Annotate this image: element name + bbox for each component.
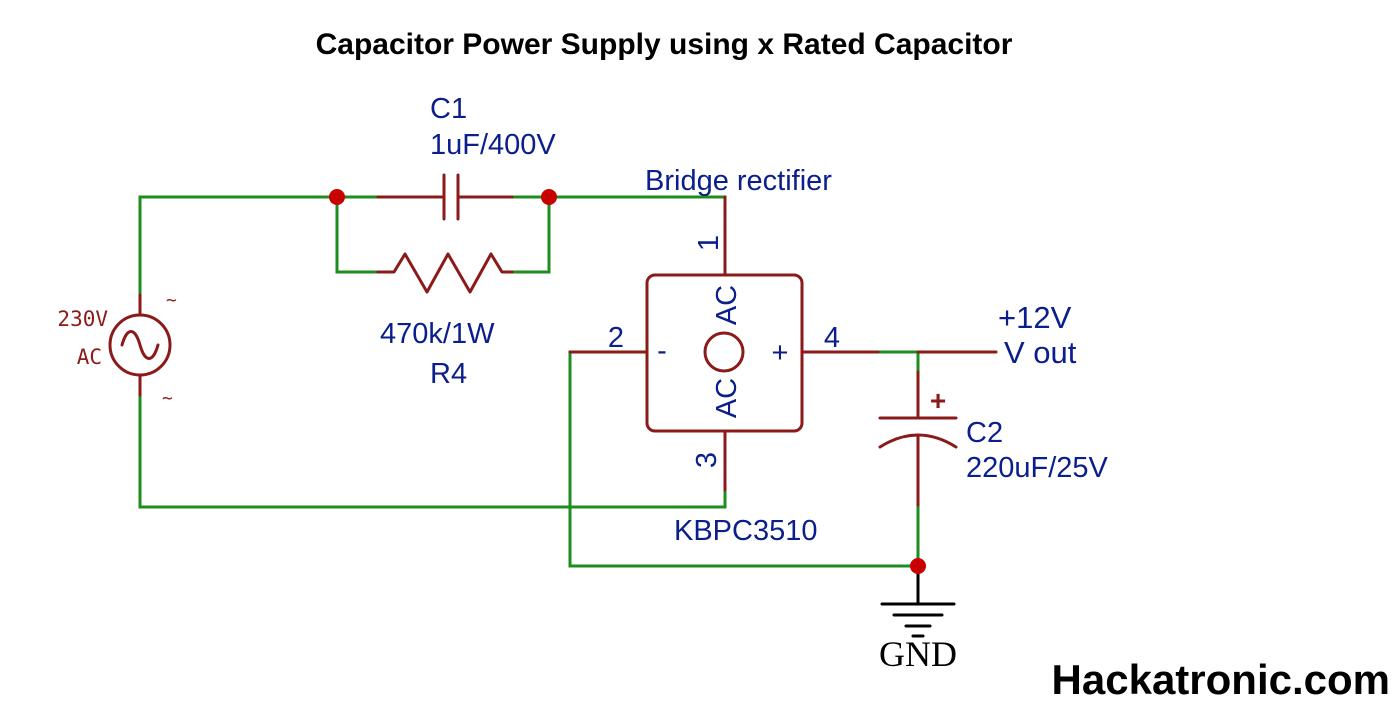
bridge-pin1-label: 1 [693,235,725,251]
ground-label: GND [879,634,957,674]
wire-r4-left [335,195,380,274]
source-tilde-bottom: ~ [162,388,173,409]
ac-source-symbol [108,313,172,377]
wire-ground-return [568,350,920,568]
source-type-label: AC [77,345,102,369]
c1-value-label: 1uF/400V [430,129,556,161]
wire-r4-right [510,195,551,274]
bridge-ac-bottom-label: AC [711,378,743,418]
bridge-pin2-label: 2 [608,322,624,354]
source-voltage-label: 230V [57,307,108,331]
c1-ref-label: C1 [430,93,467,125]
junctions [329,189,926,574]
r4-ref-label: R4 [430,358,467,390]
bridge-plus-label: + [772,337,789,369]
c2-polarity-label: + [930,385,946,416]
r4-value-label: 470k/1W [380,318,495,350]
output-vout-label: V out [1004,335,1077,370]
bridge-center-symbol [703,331,745,373]
output-voltage-label: +12V [998,300,1072,335]
source-tilde-top: ~ [166,290,177,311]
c2-ref-label: C2 [966,417,1003,449]
bridge-minus-label: - [657,335,667,367]
r4-zigzag [376,252,514,294]
diagram-title: Capacitor Power Supply using x Rated Cap… [316,28,1013,61]
bridge-title-label: Bridge rectifier [645,165,832,197]
junction-dot [910,558,926,574]
brand-watermark: Hackatronic.com [1052,656,1390,703]
junction-dot [329,189,345,205]
wire-source-bottom [138,393,727,509]
junction-dot [541,189,557,205]
wire-source-top [138,195,339,297]
bridge-pin3-label: 3 [691,452,723,468]
sine-wave-icon [120,330,160,360]
bridge-pin4-label: 4 [824,322,840,354]
bridge-ac-top-label: AC [711,285,743,325]
components [108,173,998,606]
bridge-part-label: KBPC3510 [674,515,818,547]
ground-icon [880,602,956,638]
c2-value-label: 220uF/25V [966,452,1109,484]
